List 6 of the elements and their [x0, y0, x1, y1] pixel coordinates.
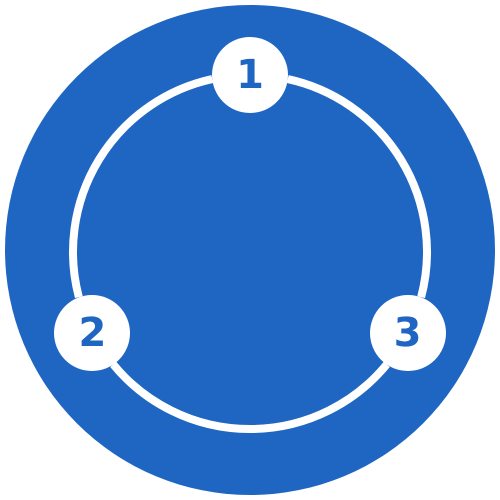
ring-arc: [69, 75, 214, 298]
step-number: 1: [236, 55, 264, 95]
step-number: 3: [394, 312, 422, 353]
ring-arc: [286, 75, 431, 298]
ring-arc: [110, 362, 390, 433]
step-number: 2: [78, 312, 106, 353]
